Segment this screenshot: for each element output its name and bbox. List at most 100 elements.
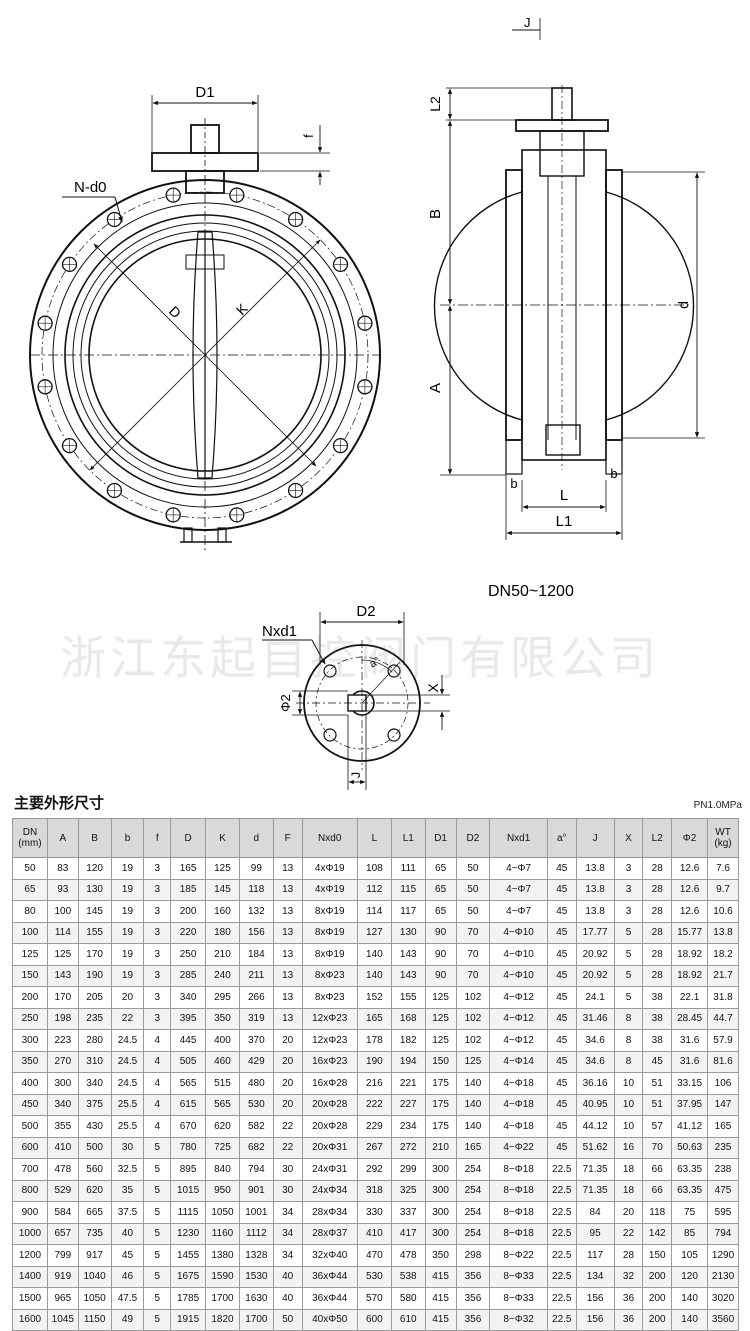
label-angle: a°: [368, 655, 383, 671]
table-cell: 45: [546, 943, 577, 966]
table-cell: 143: [46, 964, 79, 987]
table-cell: 28: [642, 900, 673, 923]
table-cell: 1700: [205, 1287, 240, 1310]
table-cell: 20: [272, 1093, 303, 1116]
table-cell: 45: [546, 1072, 577, 1095]
table-cell: 127: [356, 921, 392, 944]
table-cell: 28xΦ34: [301, 1201, 358, 1224]
table-cell: 8−Φ18: [489, 1158, 548, 1181]
table-cell: 34: [272, 1201, 303, 1224]
table-cell: 235: [77, 1007, 112, 1030]
table-cell: 295: [205, 986, 240, 1009]
table-cell: 22: [613, 1222, 644, 1245]
table-cell: 194: [390, 1050, 426, 1073]
table-cell: 318: [356, 1179, 392, 1202]
table-cell: 5: [613, 943, 644, 966]
table-cell: 22.5: [546, 1265, 577, 1288]
table-cell: 20: [613, 1201, 644, 1224]
table-cell: 143: [390, 943, 426, 966]
table-cell: 900: [12, 1201, 48, 1224]
table-cell: 155: [77, 921, 112, 944]
table-cell: 20: [272, 1072, 303, 1095]
range-label: DN50~1200: [488, 583, 574, 600]
label-b-right: b: [610, 466, 617, 481]
table-cell: 111: [390, 857, 426, 880]
table-cell: 417: [390, 1222, 426, 1245]
table-cell: 3560: [707, 1308, 739, 1331]
table-cell: 24.5: [110, 1072, 145, 1095]
table-cell: 515: [205, 1072, 240, 1095]
table-cell: 538: [390, 1265, 426, 1288]
table-cell: 1150: [77, 1308, 112, 1331]
table-cell: 725: [205, 1136, 240, 1159]
table-cell: 50: [455, 900, 491, 923]
table-cell: 1600: [12, 1308, 48, 1331]
label-phi2: Φ2: [278, 694, 293, 712]
table-cell: 45: [110, 1244, 145, 1267]
table-cell: 9.7: [707, 878, 739, 901]
label-d1: D1: [195, 84, 214, 101]
table-cell: 450: [12, 1093, 48, 1116]
table-cell: 22.5: [546, 1201, 577, 1224]
table-cell: 620: [77, 1179, 112, 1202]
label-L1: L1: [556, 513, 573, 530]
table-cell: 85: [671, 1222, 709, 1245]
table-cell: 13: [272, 943, 303, 966]
table-cell: 300: [424, 1201, 457, 1224]
table-cell: 22: [110, 1007, 145, 1030]
table-cell: 15.77: [671, 921, 709, 944]
table-cell: 794: [238, 1158, 274, 1181]
table-cell: 184: [238, 943, 274, 966]
table-cell: 1328: [238, 1244, 274, 1267]
table-cell: 210: [205, 943, 240, 966]
table-cell: 41.12: [671, 1115, 709, 1138]
table-cell: 300: [424, 1222, 457, 1245]
table-cell: 35: [110, 1179, 145, 1202]
table-cell: 200: [642, 1265, 673, 1288]
table-cell: 570: [356, 1287, 392, 1310]
table-cell: 8xΦ23: [301, 986, 358, 1009]
table-cell: 3: [613, 900, 644, 923]
table-cell: 80: [12, 900, 48, 923]
table-cell: 620: [205, 1115, 240, 1138]
table-cell: 254: [455, 1158, 491, 1181]
table-cell: 300: [424, 1179, 457, 1202]
table-cell: 700: [12, 1158, 48, 1181]
table-cell: 1820: [205, 1308, 240, 1331]
table-cell: 3: [143, 900, 172, 923]
table-cell: 670: [170, 1115, 207, 1138]
table-cell: 95: [575, 1222, 615, 1245]
table-cell: 615: [170, 1093, 207, 1116]
table-cell: 112: [356, 878, 392, 901]
table-cell: 1400: [12, 1265, 48, 1288]
table-cell: 70: [455, 921, 491, 944]
table-cell: 18.2: [707, 943, 739, 966]
table-cell: 22: [272, 1136, 303, 1159]
table-cell: 200: [642, 1308, 673, 1331]
table-cell: 28xΦ37: [301, 1222, 358, 1245]
table-cell: 125: [205, 857, 240, 880]
table-cell: 65: [424, 900, 457, 923]
table-cell: 142: [642, 1222, 673, 1245]
table-cell: 565: [205, 1093, 240, 1116]
table-cell: 32xΦ40: [301, 1244, 358, 1267]
table-cell: 4−Φ7: [489, 900, 548, 923]
table-cell: 470: [356, 1244, 392, 1267]
table-cell: 90: [424, 921, 457, 944]
table-cell: 90: [424, 964, 457, 987]
column-header: D2: [455, 818, 491, 858]
column-header: DN(mm): [12, 818, 48, 858]
table-cell: 50.63: [671, 1136, 709, 1159]
table-cell: 4−Φ12: [489, 986, 548, 1009]
table-cell: 530: [238, 1093, 274, 1116]
table-cell: 415: [424, 1265, 457, 1288]
table-cell: 45: [642, 1050, 673, 1073]
table-cell: 280: [77, 1029, 112, 1052]
table-cell: 36: [613, 1308, 644, 1331]
table-cell: 17.77: [575, 921, 615, 944]
table-cell: 4−Φ14: [489, 1050, 548, 1073]
table-cell: 4−Φ7: [489, 878, 548, 901]
label-b-left: b: [510, 476, 517, 491]
table-cell: 5: [143, 1179, 172, 1202]
table-cell: 794: [707, 1222, 739, 1245]
